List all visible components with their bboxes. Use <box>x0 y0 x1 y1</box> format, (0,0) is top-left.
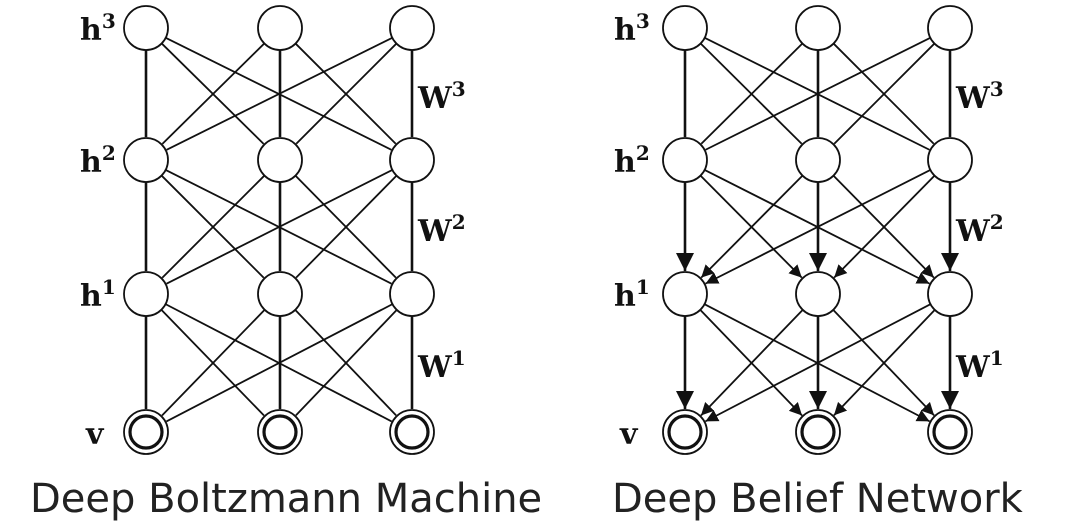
dbm-weight-label-1-base: W <box>417 214 453 249</box>
dbm-unit-1-1 <box>257 137 303 183</box>
dbm-unit-0-2 <box>389 5 435 51</box>
dbn-weight-label-1: W2 <box>955 210 1004 249</box>
dbm-edge-0-2-0 <box>166 36 393 151</box>
dbn-unit-1-1 <box>795 137 841 183</box>
dbn-weight-label-0-base: W <box>955 81 991 116</box>
dbm-caption: Deep Boltzmann Machine <box>30 476 542 522</box>
dbn-unit-0-1 <box>795 5 841 51</box>
dbm-edge-1-1-0 <box>161 174 266 279</box>
dbm-edge-2-2-1 <box>295 309 398 417</box>
dbn-caption: Deep Belief Network <box>612 476 1024 522</box>
dbn-edge-2-2-1 <box>833 309 936 417</box>
dbn-edge-0-2-1 <box>833 42 936 145</box>
dbm-unit-3-1 <box>257 409 303 455</box>
dbn-weight-label-2-sup: 1 <box>990 346 1004 370</box>
dbn-unit-2-2 <box>927 271 973 317</box>
dbm-weight-label-0: W3 <box>417 77 466 116</box>
dbn-edge-1-1-0 <box>700 174 804 279</box>
dbm-layer-label-3: v <box>85 417 105 452</box>
dbn-unit-3-1 <box>795 409 841 455</box>
dbm-unit-1-0 <box>123 137 169 183</box>
dbn-unit-3-0 <box>662 409 708 455</box>
dbm-weight-label-1-sup: 2 <box>452 210 466 234</box>
dbm-weight-label-2-base: W <box>417 350 453 385</box>
dbm-unit-2-1 <box>257 271 303 317</box>
dbn-weight-label-2: W1 <box>955 346 1004 385</box>
dbn-edge-0-1-0 <box>700 42 804 145</box>
dbn-weight-label-0: W3 <box>955 77 1004 116</box>
dbn-layer-label-2-base: h <box>614 279 636 314</box>
dbn-layer-label-3-base: v <box>619 417 639 452</box>
dbn-layer-label-2: h1 <box>614 275 650 314</box>
dbn-edge-1-2-1 <box>833 175 936 279</box>
dbm-edge-1-2-0 <box>166 169 393 285</box>
dbn-layer-label-0-base: h <box>614 13 636 48</box>
dbn-weight-label-1-base: W <box>955 214 991 249</box>
dbm-unit-1-2 <box>389 137 435 183</box>
dbn-unit-1-0 <box>662 137 708 183</box>
dbn-unit-3-2 <box>927 409 973 455</box>
dbm-weight-label-0-base: W <box>417 81 453 116</box>
dbm-edge-1-2-1 <box>295 175 398 279</box>
dbm-unit-0-0 <box>123 5 169 51</box>
dbn-layer-label-0: h3 <box>614 9 650 48</box>
dbm-layer-label-1: h2 <box>80 141 116 180</box>
dbn-weight-label-0-sup: 3 <box>990 77 1004 101</box>
dbm-layer-label-3-base: v <box>85 417 105 452</box>
dbm-weight-label-2-sup: 1 <box>452 346 466 370</box>
dbn-unit-2-1 <box>795 271 841 317</box>
dbn-layer-label-2-sup: 1 <box>636 275 650 299</box>
dbm-weight-label-1: W2 <box>417 210 466 249</box>
dbm-unit-2-2 <box>389 271 435 317</box>
dbm-unit-3-0 <box>123 409 169 455</box>
dbn-edge-0-2-0 <box>705 37 931 151</box>
dbm-weight-label-2: W1 <box>417 346 466 385</box>
dbm-layer-label-1-base: h <box>80 145 102 180</box>
dbm-layer-label-2: h1 <box>80 275 116 314</box>
dbn-layer-label-3: v <box>619 417 639 452</box>
dbm-layer-label-0-base: h <box>80 13 102 48</box>
dbn-unit-2-0 <box>662 271 708 317</box>
dbm-layer-label-2-sup: 1 <box>102 275 116 299</box>
dbm-layer-label-0: h3 <box>80 9 116 48</box>
dbn-layer-label-1: h2 <box>614 141 650 180</box>
dbn-weight-label-1-sup: 2 <box>990 210 1004 234</box>
dbm-unit-3-2 <box>389 409 435 455</box>
dbn-unit-1-2 <box>927 137 973 183</box>
dbn-unit-0-2 <box>927 5 973 51</box>
dbn-edge-2-1-0 <box>700 309 804 417</box>
dbm-weight-label-0-sup: 3 <box>452 77 466 101</box>
dbn-edge-1-2-0 <box>705 169 931 285</box>
dbn-edge-2-2-0 <box>704 303 931 423</box>
dbm-edge-2-2-0 <box>166 303 393 423</box>
dbn-unit-0-0 <box>662 5 708 51</box>
dbm-unit-0-1 <box>257 5 303 51</box>
dbm-edge-0-1-0 <box>161 42 265 145</box>
dbn-weight-label-2-base: W <box>955 350 991 385</box>
dbm-edge-0-2-1 <box>295 42 398 145</box>
dbm-layer-label-1-sup: 2 <box>102 141 116 165</box>
dbn-layer-label-1-base: h <box>614 145 636 180</box>
dbm-layer-label-0-sup: 3 <box>102 9 116 33</box>
dbn-layer-label-1-sup: 2 <box>636 141 650 165</box>
dbm-layer-label-2-base: h <box>80 279 102 314</box>
dbm-unit-2-0 <box>123 271 169 317</box>
dbn-layer-label-0-sup: 3 <box>636 9 650 33</box>
dbm-edge-2-1-0 <box>161 309 266 417</box>
